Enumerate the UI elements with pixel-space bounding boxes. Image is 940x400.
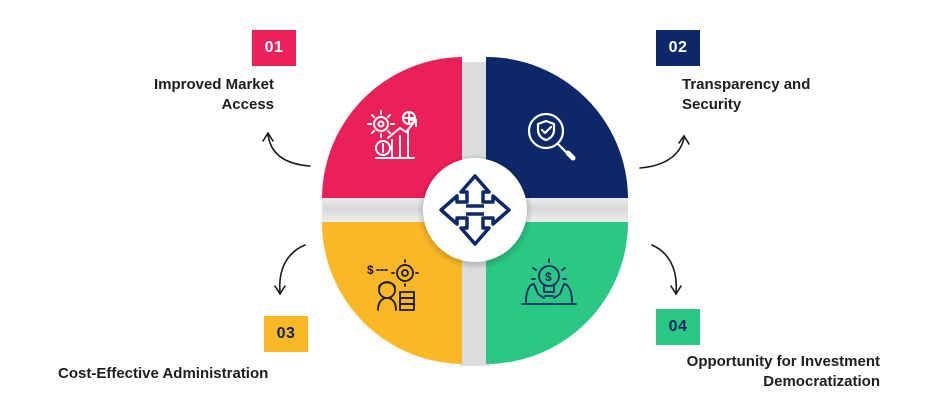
center-circle [423,158,527,262]
shield-magnifier-icon [527,112,576,161]
arrow-to-democratization [651,244,677,293]
label-cost-effective-line1: Cost-Effective Administration [58,365,269,382]
label-democratization-line2: Democratization [763,373,880,390]
badge-02: 02 [656,30,700,66]
label-market-access-line2: Access [221,96,274,113]
svg-text:$: $ [367,263,374,277]
label-transparency-security: Transparency and Security [682,75,842,115]
connector-arrows [262,131,690,296]
four-way-arrows-icon [439,174,511,246]
administrator-cost-icon: $ [367,259,419,311]
arrowhead-transparency [678,134,690,145]
badge-04: 04 [656,309,700,345]
label-transparency-line1: Transparency and [682,76,811,93]
arrow-to-market-access [267,133,311,167]
label-market-access-line1: Improved Market [153,76,274,93]
label-democratization: Opportunity for Investment Democratizati… [640,352,880,392]
quadrant-transparency-security [486,57,628,198]
label-cost-effective: Cost-Effective Administration [58,364,298,384]
svg-text:$: $ [545,270,552,284]
label-transparency-line2: Security [682,96,742,113]
label-market-access: Improved Market Access [132,75,274,115]
quadrant-cost-effective [322,222,462,364]
arrow-to-cost-effective [279,244,306,293]
label-democratization-line1: Opportunity for Investment [686,353,880,370]
quadrant-market-access [322,57,462,198]
badge-01: 01 [252,30,296,66]
badge-03: 03 [264,316,308,352]
market-growth-icon [367,110,417,159]
arrowhead-market-access [262,131,274,142]
quadrant-democratization [486,222,628,364]
arrowhead-cost-effective [274,285,286,296]
arrowhead-democratization [670,285,682,296]
arrow-to-transparency [639,137,685,169]
idea-hands-icon: $ [521,258,577,305]
